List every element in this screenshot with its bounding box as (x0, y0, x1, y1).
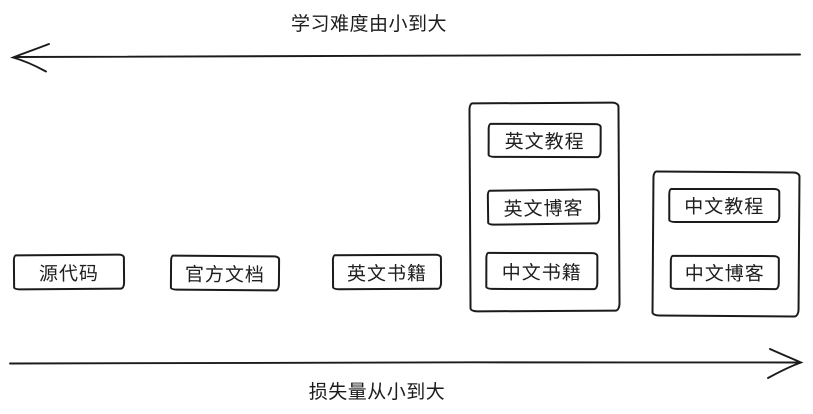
loss-amount-arrow (9, 348, 804, 379)
top-axis-label: 学习难度由小到大 (290, 14, 447, 35)
group-box-1: 英文教程 英文博客 中文书籍 (468, 101, 621, 313)
node-label: 中文教程 (684, 196, 765, 219)
node-chinese-blogs: 中文博客 (669, 254, 780, 291)
node-english-tutorials: 英文教程 (487, 122, 602, 159)
node-official-docs: 官方文档 (169, 254, 281, 292)
learning-difficulty-arrow (10, 43, 801, 73)
node-label: 官方文档 (184, 264, 266, 286)
group-box-2: 中文教程 中文博客 (651, 170, 801, 318)
node-chinese-tutorials: 中文教程 (668, 187, 781, 224)
node-label: 英文书籍 (346, 263, 428, 285)
node-chinese-books: 中文书籍 (485, 251, 599, 291)
node-label: 中文博客 (684, 263, 765, 286)
node-label: 英文博客 (503, 197, 584, 221)
node-english-books: 英文书籍 (331, 253, 443, 291)
node-source-code: 源代码 (12, 253, 126, 291)
node-english-blogs: 英文博客 (486, 188, 601, 226)
node-label: 源代码 (38, 263, 100, 285)
node-label: 英文教程 (504, 131, 585, 154)
node-label: 中文书籍 (501, 262, 582, 284)
bottom-axis-label: 损失量从小到大 (308, 382, 446, 403)
